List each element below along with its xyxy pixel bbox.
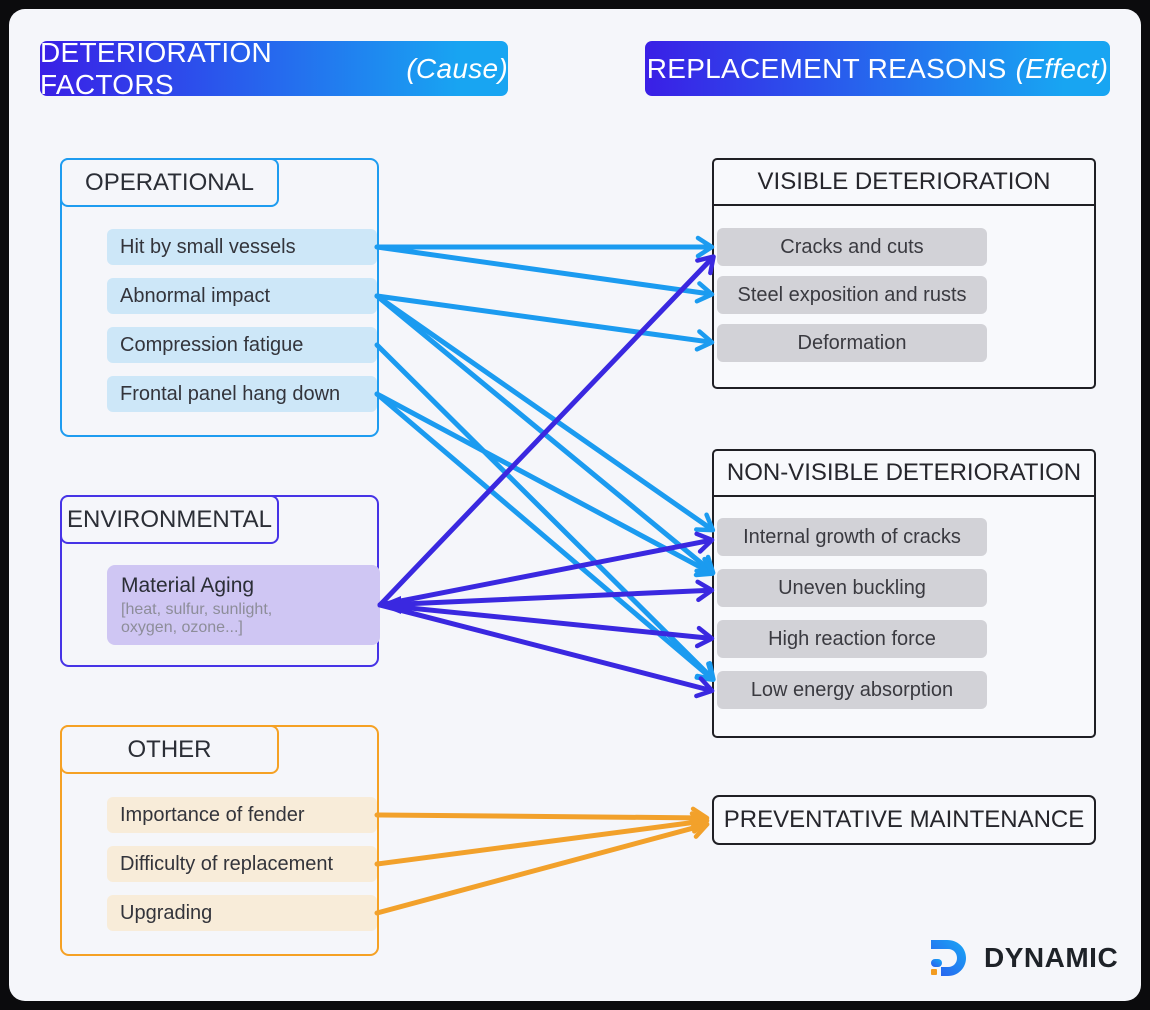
dynamic-logo-icon <box>931 940 966 976</box>
effect-item-internal-growth-of-cracks: Internal growth of cracks <box>717 518 987 556</box>
dynamic-logo: DYNAMIC <box>928 938 1118 978</box>
cause-item-material-aging: Material Aging [heat, sulfur, sunlight, … <box>107 565 380 645</box>
cause-item-difficulty-of-replacement: Difficulty of replacement <box>107 846 377 882</box>
cause-header-title: DETERIORATION FACTORS <box>40 36 273 100</box>
preventative-maintenance-title: PREVENTATIVE MAINTENANCE <box>723 806 1085 833</box>
effect-item-uneven-buckling: Uneven buckling <box>717 569 987 607</box>
effect-item-steel-exposition-and-rusts: Steel exposition and rusts <box>717 276 987 314</box>
non-visible-deterioration-title: NON-VISIBLE DETERIORATION <box>714 451 1094 497</box>
operational-group-box: OPERATIONAL Hit by small vessels Abnorma… <box>60 158 379 437</box>
operational-group-label: OPERATIONAL <box>85 168 254 196</box>
environmental-group-box: ENVIRONMENTAL Material Aging [heat, sulf… <box>60 495 380 667</box>
cause-item-compression-fatigue: Compression fatigue <box>107 327 377 363</box>
visible-deterioration-box: VISIBLE DETERIORATION Cracks and cuts St… <box>712 158 1096 389</box>
effect-header-title: REPLACEMENT REASONS <box>646 52 1007 84</box>
effect-header: REPLACEMENT REASONS (Effect) <box>645 41 1110 96</box>
effect-item-high-reaction-force: High reaction force <box>717 620 987 658</box>
material-aging-label: Material Aging <box>121 574 255 597</box>
effect-item-deformation: Deformation <box>717 324 987 362</box>
other-group-label: OTHER <box>127 735 212 763</box>
cause-item-hit-by-small-vessels: Hit by small vessels <box>107 229 377 265</box>
cause-item-abnormal-impact: Abnormal impact <box>107 278 377 314</box>
cause-header-qualifier: (Cause) <box>406 52 508 84</box>
non-visible-deterioration-box: NON-VISIBLE DETERIORATION Internal growt… <box>712 449 1096 738</box>
effect-item-low-energy-absorption: Low energy absorption <box>717 671 987 709</box>
operational-group-tab: OPERATIONAL <box>60 158 279 207</box>
cause-item-frontal-panel-hang-down: Frontal panel hang down <box>107 376 377 412</box>
cause-item-importance-of-fender: Importance of fender <box>107 797 377 833</box>
other-group-box: OTHER Importance of fender Difficulty of… <box>60 725 379 956</box>
environmental-group-label: ENVIRONMENTAL <box>67 505 272 533</box>
cause-header: DETERIORATION FACTORS (Cause) <box>40 37 508 100</box>
cause-item-upgrading: Upgrading <box>107 895 377 931</box>
material-aging-note: [heat, sulfur, sunlight, oxygen, ozone..… <box>121 601 273 637</box>
other-group-tab: OTHER <box>60 725 279 774</box>
visible-deterioration-title: VISIBLE DETERIORATION <box>714 160 1094 206</box>
effect-item-cracks-and-cuts: Cracks and cuts <box>717 228 987 266</box>
preventative-maintenance-box: PREVENTATIVE MAINTENANCE <box>712 795 1096 845</box>
dynamic-logo-text: DYNAMIC <box>984 942 1119 973</box>
environmental-group-tab: ENVIRONMENTAL <box>60 495 279 544</box>
effect-header-qualifier: (Effect) <box>1015 52 1109 84</box>
